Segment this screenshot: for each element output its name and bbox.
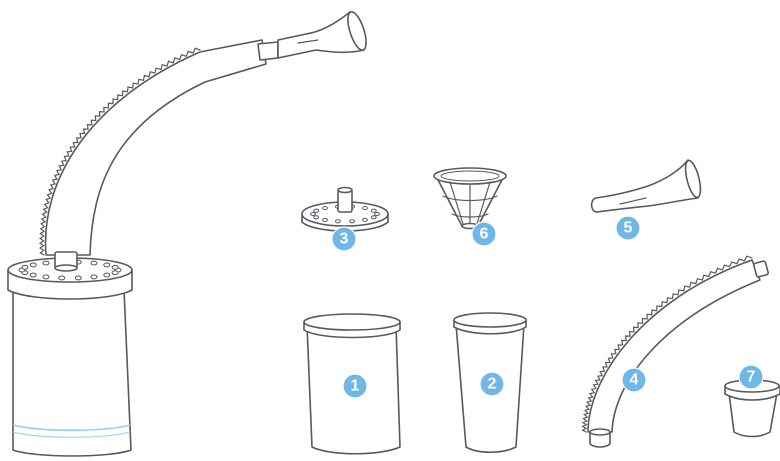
lid-hole	[30, 273, 36, 277]
lid-hole	[336, 220, 341, 223]
cone-filter-basket	[434, 168, 506, 229]
mouthpiece	[592, 159, 704, 212]
badge-5-number: 5	[624, 220, 633, 237]
perforated-lid	[302, 188, 388, 232]
badge-7-number: 7	[747, 369, 756, 386]
badge-5: 5	[616, 216, 640, 240]
lid-hole	[91, 261, 97, 265]
lid-hole	[311, 212, 316, 215]
lid-hole	[22, 265, 28, 269]
lid-hole	[314, 209, 319, 212]
lid-hole	[59, 276, 65, 280]
badge-3-number: 3	[340, 231, 349, 248]
lid-hole	[104, 263, 110, 267]
lid-hole	[375, 212, 380, 215]
lid-hole	[314, 216, 319, 219]
lid-hole	[371, 216, 376, 219]
assembled-hose	[46, 40, 266, 255]
badge-2: 2	[480, 372, 504, 396]
badge-3: 3	[332, 227, 356, 251]
badge-1-number: 1	[351, 378, 360, 395]
assembled-mouthpiece	[258, 10, 370, 60]
lid-hole	[91, 275, 97, 279]
lid-hole	[371, 209, 376, 212]
lid-hole	[112, 271, 118, 275]
lid-hole	[112, 265, 118, 269]
lid-hole	[75, 276, 81, 280]
badge-6-number: 6	[480, 226, 489, 243]
badge-1: 1	[343, 374, 367, 398]
lid-hole	[323, 207, 328, 210]
lid-hole	[363, 218, 368, 221]
badge-7: 7	[739, 365, 763, 389]
badge-4: 4	[622, 368, 646, 392]
lid-hole	[323, 218, 328, 221]
lid-hole	[363, 207, 368, 210]
lid-hole	[43, 261, 49, 265]
badge-4-number: 4	[630, 372, 639, 389]
lid-hole	[43, 275, 49, 279]
assembled-canister	[13, 290, 131, 456]
badge-2-number: 2	[488, 376, 497, 393]
badge-6: 6	[472, 222, 496, 246]
lid-hole	[350, 220, 355, 223]
lid-hole	[30, 263, 36, 267]
lid-hole	[104, 273, 110, 277]
